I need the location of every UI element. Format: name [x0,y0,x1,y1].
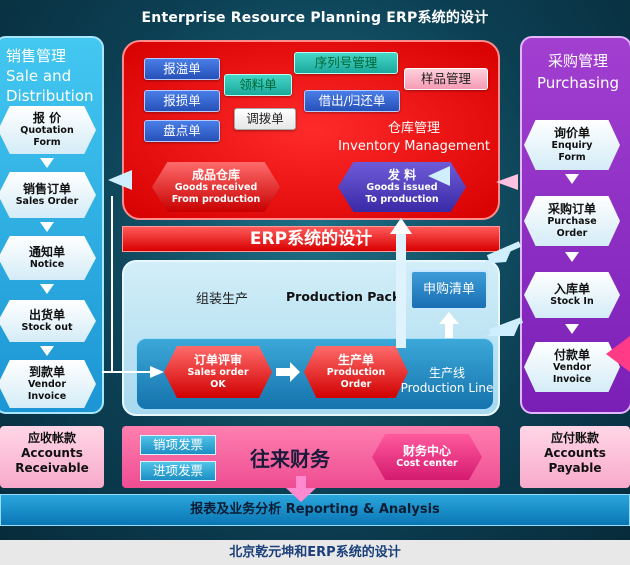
arrow-down-icon [565,252,579,262]
purchasing-heading: 采购管理 Purchasing [528,50,628,94]
pink-arrow-icon [606,336,630,372]
arrow-down-icon [40,284,54,294]
sales-title-en-2: Distribution [6,87,94,105]
arrow-down-icon [40,222,54,232]
sales-title-cn: 销售管理 [6,47,67,65]
purchasing-node-enquiry[interactable]: 询价单 Enquiry Form [524,120,620,170]
production-title-en: Production Pack [286,289,401,304]
sales-node-notice[interactable]: 通知单 Notice [0,236,96,280]
sales-node-quotation[interactable]: 报 价 Quotation Form [0,106,96,154]
arrow-down-icon [565,324,579,334]
borrow-return-chip[interactable]: 借出/归还单 [304,90,400,112]
footer-caption: 北京乾元坤和ERP系统的设计 [0,540,630,565]
accounts-receivable[interactable]: 应收帐款 Accounts Receivable [0,426,104,488]
right-arrow-icon [276,362,300,382]
serial-number-chip[interactable]: 序列号管理 [294,52,398,74]
finished-goods-warehouse[interactable]: 成品仓库 Goods received From production [152,162,280,212]
sales-heading: 销售管理 Sale and Distribution [6,46,104,106]
sales-node-stock-out[interactable]: 出货单 Stock out [0,300,96,342]
purchasing-node-stock-in[interactable]: 入库单 Stock In [524,272,620,318]
sales-node-sales-order[interactable]: 销售订单 Sales Order [0,172,96,218]
inventory-title-en: Inventory Management [338,139,490,154]
order-review-node[interactable]: 订单评审 Sales order OK [164,346,272,398]
damage-slip-chip[interactable]: 报损单 [144,90,220,112]
purchasing-title-en: Purchasing [536,74,620,92]
production-title-cn: 组装生产 [196,292,249,307]
inventory-panel: 报溢单 报损单 盘点单 领料单 调拨单 序列号管理 借出/归还单 样品管理 仓库… [122,40,500,220]
arrow-down-icon [40,158,54,168]
inventory-heading: 仓库管理 Inventory Management [334,120,494,156]
requisition-list-button[interactable]: 申购清单 [410,270,488,310]
goods-issue-node[interactable]: 发 料 Goods issued To production [338,162,466,212]
accounts-payable[interactable]: 应付账款 Accounts Payable [520,426,630,488]
production-line-cn: 生产线 [428,366,465,380]
arrow-down-icon [40,346,54,356]
reporting-bar[interactable]: 报表及业务分析 Reporting & Analysis [0,494,630,526]
input-invoice-button[interactable]: 进项发票 [140,461,216,481]
production-order-node[interactable]: 生产单 Production Order [304,346,408,398]
sample-management-chip[interactable]: 样品管理 [404,68,488,90]
count-slip-chip[interactable]: 盘点单 [144,120,220,142]
pink-down-arrow-icon [286,476,316,502]
sales-node-vendor-invoice[interactable]: 到款单 Vendor Invoice [0,360,96,408]
sales-title-en-1: Sale and [6,67,72,85]
production-line-en: Production Line [400,381,494,395]
arrow-down-icon [565,174,579,184]
purchasing-node-vendor-invoice[interactable]: 付款单 Vendor Invoice [524,342,620,392]
purchasing-title-cn: 采购管理 [547,52,608,70]
finance-title: 往来财务 [250,447,330,471]
requisition-chip[interactable]: 领料单 [224,74,292,96]
sales-invoice-button[interactable]: 销项发票 [140,435,216,455]
cost-center-node[interactable]: 财务中心 Cost center [372,434,482,480]
erp-design-band: ERP系统的设计 [122,226,500,252]
transfer-chip[interactable]: 调拨单 [234,108,296,130]
up-arrow-icon [439,312,459,338]
inventory-title-cn: 仓库管理 [387,121,440,136]
page-title: Enterprise Resource Planning ERP系统的设计 [141,10,489,26]
overflow-slip-chip[interactable]: 报溢单 [144,58,220,80]
purchasing-node-purchase-order[interactable]: 采购订单 Purchase Order [524,196,620,246]
production-line-label: 生产线 Production Line [400,366,494,396]
